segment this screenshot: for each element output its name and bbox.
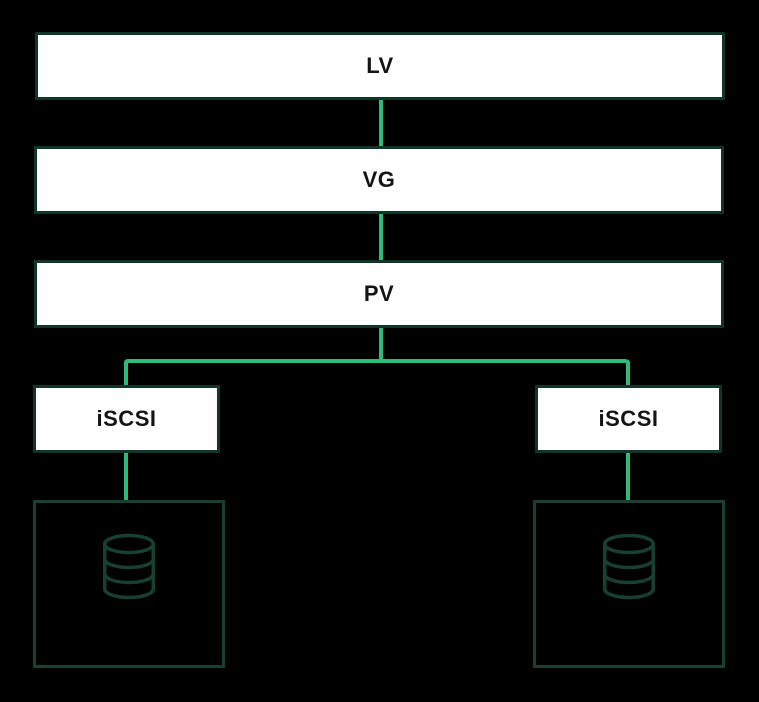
database-icon (603, 533, 655, 600)
edge-branch-iscsi (124, 359, 630, 387)
node-iscsi-right-label: iSCSI (598, 406, 659, 431)
node-vg: VG (34, 146, 724, 214)
node-lv-label: LV (366, 53, 394, 78)
node-pv-label: PV (363, 281, 395, 306)
node-vg-label: VG (362, 167, 396, 192)
storage-box-right (533, 500, 725, 668)
storage-box-left (33, 500, 225, 668)
database-icon (103, 533, 155, 600)
node-lv: LV (35, 32, 725, 100)
node-iscsi-right: iSCSI (535, 385, 722, 453)
node-pv: PV (34, 260, 724, 328)
node-iscsi-left: iSCSI (33, 385, 220, 453)
node-iscsi-left-label: iSCSI (96, 406, 157, 431)
